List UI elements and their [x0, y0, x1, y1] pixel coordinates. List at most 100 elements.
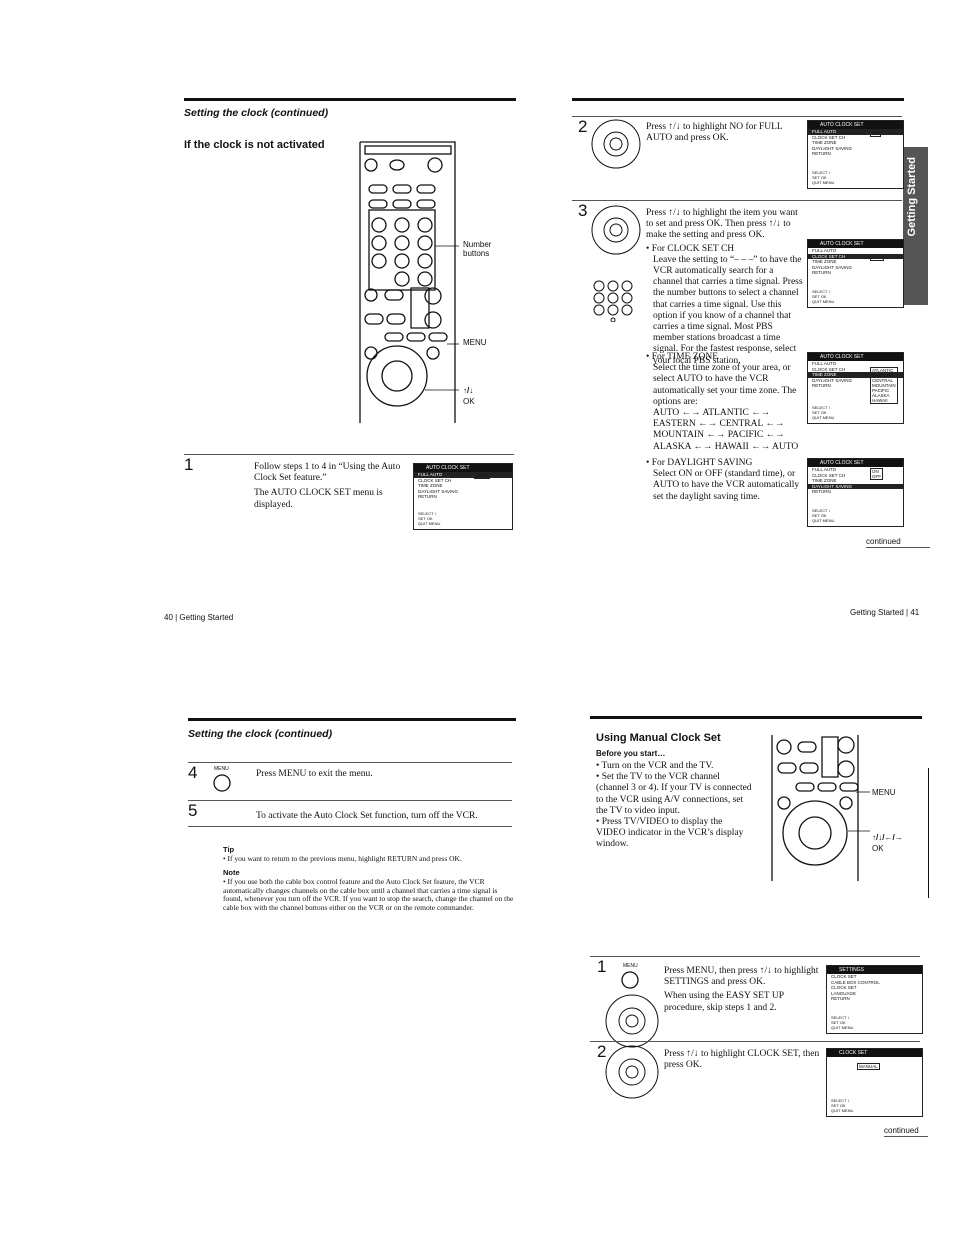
osd-footer: SELECT ↕ SET OK QUIT MENU	[812, 289, 835, 304]
step-divider	[188, 800, 512, 801]
osd-row: RETURN	[812, 489, 831, 494]
osd-row: CLOCK SET CH	[808, 253, 903, 259]
osd-row: FULL AUTO	[808, 129, 903, 135]
tip-label: Tip	[223, 845, 235, 854]
running-head: Setting the clock (continued)	[188, 728, 333, 740]
side-tab: Getting Started	[903, 147, 928, 305]
step-number: 2	[597, 1042, 607, 1061]
osd-auto-clock-set: AUTO CLOCK SET FULL AUTO CLOCK SET CH TI…	[807, 352, 904, 424]
step-number: 4	[188, 763, 198, 782]
arrows-label: ↑/↓	[463, 386, 474, 395]
page-folio: Getting Started | 41	[850, 608, 920, 617]
osd-title: AUTO CLOCK SET	[808, 459, 903, 467]
step-number: 5	[188, 801, 198, 820]
osd-rows: CLOCK SET CABLE BOX CONTROL CLOCK SET LA…	[831, 974, 880, 1001]
option-block: • For DAYLIGHT SAVING Select ON or OFF (…	[646, 458, 804, 503]
continued-rule	[884, 1136, 928, 1137]
continued-label: continued	[884, 1126, 919, 1135]
osd-row: TIME ZONE	[812, 259, 837, 264]
bullet: • Press TV/VIDEO to display the VIDEO in…	[596, 817, 744, 850]
continued-rule	[866, 547, 930, 548]
step-text-line: Press ↑/↓ to highlight the item you want…	[646, 208, 798, 241]
osd-title: SETTINGS	[827, 966, 922, 974]
osd-auto-clock-set: AUTO CLOCK SET FULL AUTO CLOCK SET CH TI…	[807, 239, 904, 308]
step-text: Press ↑/↓ to highlight CLOCK SET, then p…	[664, 1049, 820, 1071]
osd-row: RETURN	[418, 494, 437, 499]
osd-row: DAYLIGHT SAVING	[812, 264, 853, 270]
running-head: Setting the clock (continued)	[184, 107, 329, 119]
remote-body-icon	[359, 141, 456, 423]
osd-footer: SELECT ↕ SET OK QUIT MENU	[418, 511, 441, 526]
step-number: 3	[578, 201, 588, 220]
osd-title: AUTO CLOCK SET	[808, 353, 903, 361]
osd-row: FULL AUTO	[812, 248, 837, 253]
option-title: • For TIME ZONE	[646, 352, 719, 362]
option-title: • For CLOCK SET CH	[646, 243, 735, 254]
bottom-left-rule	[188, 718, 516, 721]
osd-row: TIME ZONE	[812, 478, 837, 483]
step-divider	[188, 826, 512, 827]
osd-footer: SELECT ↕ SET OK QUIT MENU	[831, 1015, 854, 1030]
step-divider	[590, 1041, 920, 1042]
osd-settings: SETTINGS CLOCK SET CABLE BOX CONTROL CLO…	[826, 965, 923, 1034]
before-start-heading: Before you start…	[596, 749, 666, 758]
step-text: To activate the Auto Clock Set function,…	[256, 811, 478, 821]
menu-caption: MENU	[623, 963, 638, 969]
step-text: Press ↑/↓ to highlight the item you want…	[646, 208, 804, 367]
option-text: Select ON or OFF (standard time), or AUT…	[653, 469, 800, 502]
continued-label: continued	[866, 537, 901, 546]
osd-value: NO	[870, 130, 881, 137]
menu-label: MENU	[463, 338, 487, 347]
osd-footer: SELECT ↕ SET OK QUIT MENU	[831, 1098, 854, 1113]
osd-row: RETURN	[812, 270, 831, 275]
step-divider	[590, 956, 920, 957]
option-text: Leave the setting to “– – –” to have the…	[653, 254, 803, 366]
osd-value: – – –	[870, 254, 885, 261]
margin-rule	[928, 768, 929, 898]
dial-icon	[605, 1045, 659, 1099]
osd-footer: SELECT ↕ SET OK QUIT MENU	[812, 405, 835, 420]
remote-illustration	[771, 735, 870, 881]
menu-label: MENU	[872, 788, 896, 797]
step-divider	[188, 762, 512, 763]
number-buttons-label: Number buttons	[463, 240, 492, 258]
osd-row: CLOCK SET CH	[418, 477, 452, 483]
step-text: Follow steps 1 to 4 in “Using the Auto C…	[254, 462, 404, 511]
section-heading: Using Manual Clock Set	[596, 732, 721, 744]
step-text: Press ↑/↓ to highlight NO for FULL AUTO …	[646, 122, 783, 144]
osd-row: FULL AUTO	[812, 467, 837, 472]
osd-clock-set: CLOCK SET MANUAL SELECT ↕ SET OK QUIT ME…	[826, 1048, 923, 1117]
dial-icon	[605, 994, 659, 1048]
bottom-right-rule	[590, 716, 922, 719]
ok-label: OK	[463, 397, 475, 406]
osd-title: AUTO CLOCK SET	[808, 121, 903, 129]
bullet: • Set the TV to the VCR channel (channel…	[596, 772, 752, 816]
note-label: Note	[223, 868, 240, 877]
step-text-line: The AUTO CLOCK SET menu is displayed.	[254, 488, 383, 510]
osd-row: DAYLIGHT SAVING	[812, 377, 853, 383]
osd-title: CLOCK SET	[827, 1049, 922, 1057]
menu-button-icon	[213, 774, 231, 792]
osd-value: AUTO	[474, 472, 491, 479]
osd-footer: SELECT ↕ SET OK QUIT MENU	[812, 508, 835, 523]
top-right-rule	[572, 98, 904, 101]
step-divider	[572, 200, 902, 201]
osd-row: DAYLIGHT SAVING	[418, 488, 459, 494]
step-divider	[572, 116, 902, 117]
before-start-list: • Turn on the VCR and the TV. • Set the …	[596, 761, 754, 851]
page-folio: 40 | Getting Started	[164, 613, 234, 622]
osd-value-list: ON OFF	[870, 468, 883, 480]
option-title: • For DAYLIGHT SAVING	[646, 458, 753, 468]
osd-title: AUTO CLOCK SET	[414, 464, 512, 472]
tip-text: • If you want to return to the previous …	[223, 854, 462, 863]
osd-row: DAYLIGHT SAVING	[808, 483, 903, 489]
arrows-label: ↑/↓/←/→	[872, 833, 903, 842]
osd-row: TIME ZONE	[808, 372, 903, 378]
side-tab-label: Getting Started	[906, 157, 918, 237]
osd-footer: SELECT ↕ SET OK QUIT MENU	[812, 170, 835, 185]
number-buttons-icon	[593, 280, 633, 322]
osd-row: CLOCK SET CH	[812, 134, 846, 140]
option-block: • For TIME ZONE Select the time zone of …	[646, 352, 804, 453]
option-text: Select the time zone of your area, or se…	[653, 363, 797, 407]
section-heading: If the clock is not activated	[184, 139, 325, 151]
